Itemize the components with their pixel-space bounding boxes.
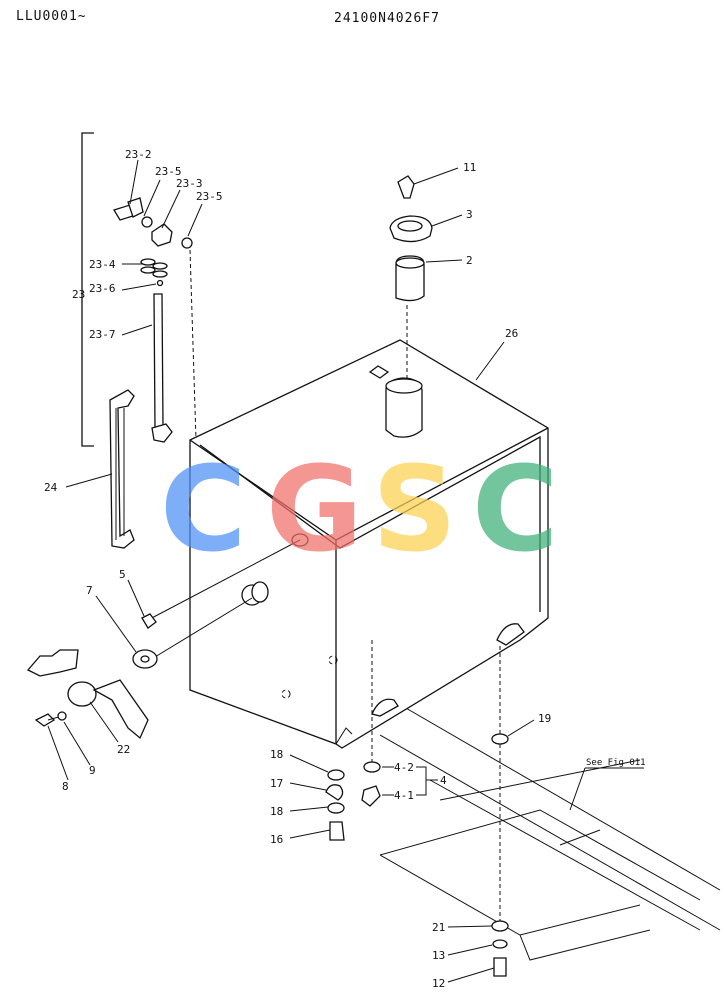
callout-18-lower: 18 (270, 805, 283, 818)
callout-23-2: 23-2 (125, 148, 152, 161)
callout-23-3: 23-3 (176, 177, 203, 190)
callout-22: 22 (117, 743, 130, 756)
callout-5: 5 (119, 568, 126, 581)
leader-lines (47, 159, 644, 983)
level-gauge-assembly (113, 197, 210, 443)
callout-23-4: 23-4 (89, 258, 116, 271)
callout-8: 8 (62, 780, 69, 793)
callout-4-1: 4-1 (394, 789, 414, 802)
callout-26: 26 (505, 327, 518, 340)
callout-7: 7 (86, 584, 93, 597)
callout-23-6: 23-6 (89, 282, 116, 295)
callout-2: 2 (466, 254, 473, 267)
callout-11: 11 (463, 161, 476, 174)
see-figure-reference: See Fig 011 (586, 758, 646, 768)
group-23-bracket (81, 132, 94, 447)
hydraulic-tank (189, 339, 549, 749)
callout-9: 9 (89, 764, 96, 777)
drain-plug-stack (325, 640, 381, 841)
callout-13: 13 (432, 949, 445, 962)
callout-4: 4 (440, 774, 447, 787)
callout-18-upper: 18 (270, 748, 283, 761)
filler-assembly (389, 175, 433, 378)
callout-labels: 23-2 23-5 23-3 23-5 23-4 23 23-6 23-7 24… (44, 148, 646, 990)
drawing-code-left: LLU0001~ (16, 9, 87, 24)
watermark-letter-s: S (372, 440, 457, 578)
callout-3: 3 (466, 208, 473, 221)
watermark-letter-c2: C (472, 440, 559, 578)
callout-23-7: 23-7 (89, 328, 116, 341)
drain-and-sensor-assembly (26, 539, 301, 740)
callout-17: 17 (270, 777, 283, 790)
chassis-frame (379, 699, 721, 961)
callout-21: 21 (432, 921, 445, 934)
watermark-letter-g: G (266, 440, 363, 578)
callout-19: 19 (538, 712, 551, 725)
callout-23-5-lower: 23-5 (196, 190, 223, 203)
drawing-code-center: 24100N4026F7 (334, 11, 440, 26)
callout-16: 16 (270, 833, 283, 846)
callout-12: 12 (432, 977, 445, 990)
watermark-logo: C G S C (160, 440, 559, 578)
callout-4-2: 4-2 (394, 761, 414, 774)
callout-24: 24 (44, 481, 58, 494)
callout-23-5-upper: 23-5 (155, 165, 182, 178)
watermark-letter-c1: C (160, 440, 247, 578)
sight-gauge (109, 389, 135, 549)
tank-mount-bolt (491, 646, 509, 977)
callout-23: 23 (72, 288, 85, 301)
